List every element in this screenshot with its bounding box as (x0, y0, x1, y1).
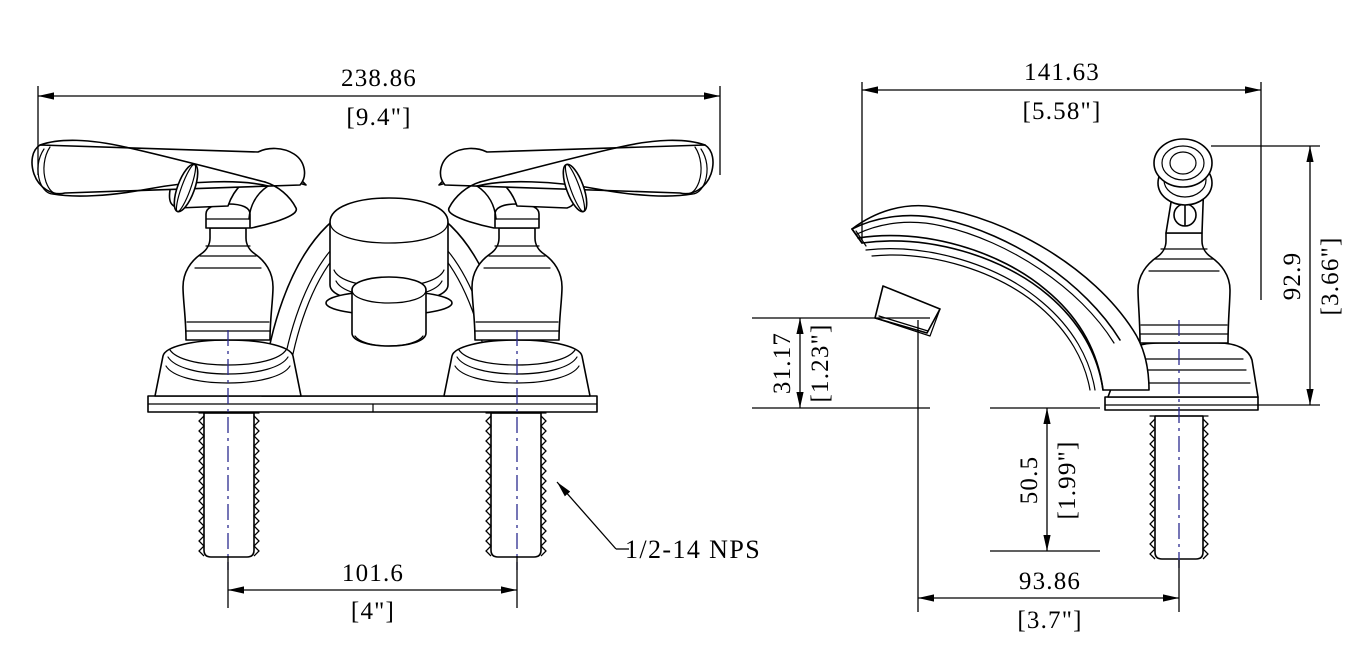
dim-side-spout-clearance-metric: 31.17 (769, 332, 796, 394)
dim-front-overall-width-imperial: [9.4"] (346, 104, 411, 131)
front-spout-hub (261, 197, 517, 397)
dim-side-base-depth-metric: 93.86 (1019, 568, 1081, 595)
front-view (31, 139, 714, 570)
front-handle-left (31, 139, 307, 397)
front-threaded-shank-right (485, 412, 547, 558)
front-handle-right (438, 139, 714, 397)
dim-front-hole-spacing-imperial: [4"] (351, 598, 395, 625)
front-deck-plate (147, 395, 598, 413)
front-threaded-shank-left (198, 412, 260, 558)
callout-nps-thread-label: 1/2-14 NPS (625, 535, 761, 564)
side-handle-cap (1153, 138, 1213, 234)
side-handle-bell (1137, 232, 1231, 344)
side-deck-plate (1104, 396, 1259, 411)
dim-side-base-depth-imperial: [3.7"] (1017, 607, 1082, 634)
dim-front-hole-spacing-metric: 101.6 (342, 560, 404, 587)
dim-side-spout-clearance-imperial: [1.23"] (807, 323, 834, 402)
dim-front-overall-width-metric: 238.86 (341, 65, 417, 92)
dim-side-spout-clearance: 31.17 [1.23"] (752, 317, 930, 409)
side-spout-arm (851, 204, 1150, 391)
dim-side-overall-height: 92.9 [3.66"] (1211, 145, 1344, 406)
dim-front-hole-spacing: 101.6 [4"] (227, 556, 518, 625)
dim-side-shank-length: 50.5 [1.99"] (990, 407, 1100, 552)
dim-front-overall-width: 238.86 [9.4"] (37, 65, 721, 175)
callout-nps-thread: 1/2-14 NPS (556, 481, 761, 564)
dim-side-overall-depth: 141.63 [5.58"] (861, 59, 1262, 300)
dim-side-overall-depth-imperial: [5.58"] (1022, 98, 1101, 125)
dim-side-overall-depth-metric: 141.63 (1024, 59, 1100, 86)
dim-side-shank-length-imperial: [1.99"] (1054, 440, 1081, 519)
dim-side-overall-height-imperial: [3.66"] (1317, 236, 1344, 315)
dim-side-base-depth: 93.86 [3.7"] (917, 320, 1180, 634)
dim-side-shank-length-metric: 50.5 (1016, 456, 1043, 505)
side-view (851, 138, 1259, 572)
dim-side-overall-height-metric: 92.9 (1279, 252, 1306, 301)
